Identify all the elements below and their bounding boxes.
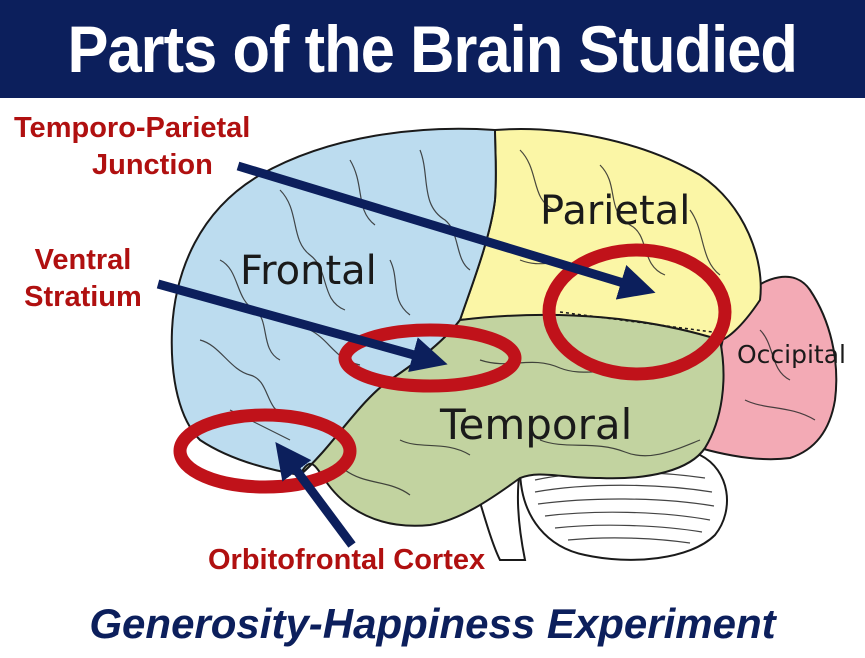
tpj-callout-line2: Junction [92,149,213,181]
tpj-callout-line1: Temporo-Parietal [14,112,251,144]
ventral-striatum-arrow [156,279,448,373]
tpj-ring [542,243,732,381]
occipital-label: Occipital [737,340,846,369]
page-title: Parts of the Brain Studied [67,12,798,86]
ventral-striatum-callout: Ventral Stratium [8,242,158,316]
orbitofrontal-arrow [275,442,356,548]
vs-callout-line1: Ventral [34,244,132,276]
tpj-callout: Temporo-Parietal Junction [14,110,250,184]
subtitle: Generosity-Happiness Experiment [89,600,776,647]
parietal-lobe [458,128,762,342]
orbitofrontal-callout: Orbitofrontal Cortex [208,544,486,576]
parietal-label: Parietal [540,188,691,234]
title-bar: Parts of the Brain Studied [0,0,865,98]
vs-callout-line2: Stratium [24,281,142,313]
frontal-label: Frontal [240,248,377,294]
ventral-striatum-ring [338,323,522,393]
tpj-arrow [236,161,656,300]
temporal-label: Temporal [440,400,633,449]
orbitofrontal-ring [173,408,357,494]
